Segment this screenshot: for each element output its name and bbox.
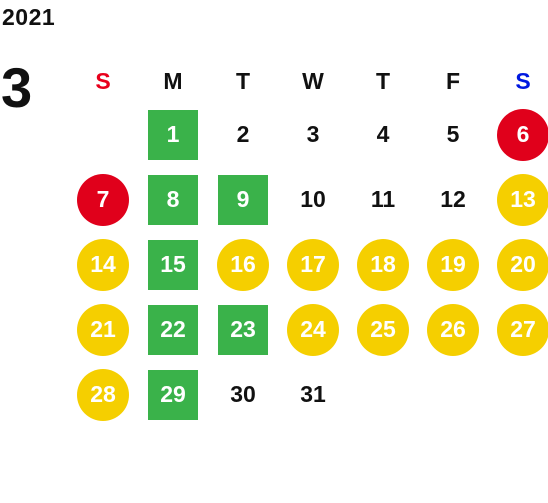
day-cell[interactable]: 18: [348, 232, 418, 297]
day-number: 10: [300, 186, 326, 212]
calendar-year: 2021: [2, 4, 56, 30]
day-number-marked: 19: [427, 238, 479, 291]
day-number-holiday: 6: [497, 108, 548, 161]
day-number-highlighted: 1: [148, 109, 198, 160]
day-cell[interactable]: 22: [138, 297, 208, 362]
day-number: 11: [370, 186, 396, 212]
day-cell[interactable]: 3: [278, 102, 348, 167]
day-cell[interactable]: 16: [208, 232, 278, 297]
day-number-marked: 16: [217, 238, 269, 291]
day-cell[interactable]: 2: [208, 102, 278, 167]
day-number: 4: [376, 121, 390, 147]
day-number-marked: 13: [497, 173, 548, 226]
weekday-header: M: [163, 67, 183, 94]
day-cell[interactable]: 9: [208, 167, 278, 232]
weekday-header: S: [515, 67, 531, 94]
day-number-marked: 24: [287, 303, 339, 356]
day-number-marked: 28: [77, 368, 129, 421]
empty-day-cell: [488, 362, 548, 427]
day-number-marked: 27: [497, 303, 548, 356]
day-number-highlighted: 8: [148, 174, 198, 225]
day-number: 12: [440, 186, 466, 212]
day-cell[interactable]: 15: [138, 232, 208, 297]
day-number-marked: 20: [497, 238, 548, 291]
day-number: 5: [446, 121, 460, 147]
day-cell[interactable]: 28: [68, 362, 138, 427]
day-number-marked: 18: [357, 238, 409, 291]
day-cell[interactable]: 31: [278, 362, 348, 427]
day-number: 3: [306, 121, 320, 147]
day-cell[interactable]: 12: [418, 167, 488, 232]
weekday-header: T: [375, 67, 391, 94]
day-number: 31: [300, 381, 326, 407]
day-cell[interactable]: 1: [138, 102, 208, 167]
day-cell[interactable]: 5: [418, 102, 488, 167]
day-cell[interactable]: 25: [348, 297, 418, 362]
day-cell[interactable]: 26: [418, 297, 488, 362]
day-cell[interactable]: 27: [488, 297, 548, 362]
day-cell[interactable]: 14: [68, 232, 138, 297]
day-number-holiday: 7: [77, 173, 129, 226]
day-number: 2: [236, 121, 250, 147]
day-cell[interactable]: 4: [348, 102, 418, 167]
weekday-header: F: [445, 67, 461, 94]
day-number-highlighted: 9: [218, 174, 268, 225]
day-number: 30: [230, 381, 256, 407]
day-cell[interactable]: 11: [348, 167, 418, 232]
day-cell[interactable]: 19: [418, 232, 488, 297]
day-cell[interactable]: 8: [138, 167, 208, 232]
day-cell[interactable]: 20: [488, 232, 548, 297]
day-number-marked: 26: [427, 303, 479, 356]
day-cell[interactable]: 6: [488, 102, 548, 167]
day-number-highlighted: 29: [148, 369, 198, 420]
day-number-marked: 17: [287, 238, 339, 291]
day-cell[interactable]: 24: [278, 297, 348, 362]
day-cell[interactable]: 10: [278, 167, 348, 232]
day-cell[interactable]: 21: [68, 297, 138, 362]
empty-day-cell: [68, 102, 138, 167]
day-cell[interactable]: 30: [208, 362, 278, 427]
empty-day-cell: [348, 362, 418, 427]
empty-day-cell: [418, 362, 488, 427]
day-cell[interactable]: 29: [138, 362, 208, 427]
weekday-header: S: [95, 67, 111, 94]
day-cell[interactable]: 7: [68, 167, 138, 232]
weekday-header: T: [235, 67, 251, 94]
day-number-highlighted: 23: [218, 304, 268, 355]
day-cell[interactable]: 13: [488, 167, 548, 232]
weekday-header: W: [302, 67, 324, 94]
day-number-highlighted: 22: [148, 304, 198, 355]
day-number-highlighted: 15: [148, 239, 198, 290]
day-cell[interactable]: 17: [278, 232, 348, 297]
day-number-marked: 21: [77, 303, 129, 356]
day-cell[interactable]: 23: [208, 297, 278, 362]
day-number-marked: 25: [357, 303, 409, 356]
calendar-month: 3: [1, 56, 33, 119]
day-number-marked: 14: [77, 238, 129, 291]
